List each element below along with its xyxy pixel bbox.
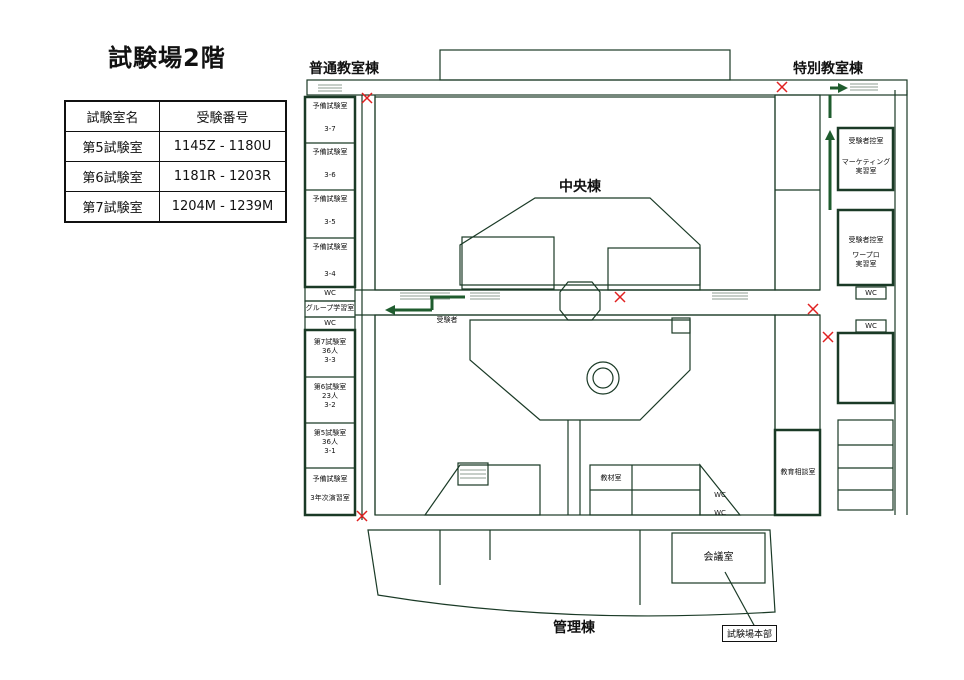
wc-center-1: WC (714, 491, 726, 499)
room-name: 受験者控室 (848, 137, 884, 145)
room-name: 予備試験室 (312, 102, 348, 110)
waiting-room-2 (836, 208, 895, 287)
room-number: 3-5 (324, 218, 336, 226)
room-name: 予備試験室 (312, 243, 348, 251)
exam-room-5: 第5試験室 36人 3-1 (306, 429, 354, 456)
closed-passage-marks (356, 81, 834, 522)
label-general-building: 普通教室棟 (309, 61, 379, 77)
central-lower-block (374, 314, 776, 516)
room-prep-5: 予備試験室 3年次演習室 (306, 475, 354, 503)
table-cell-range: 1204M - 1239M (159, 191, 287, 223)
label-admin-building: 管理棟 (553, 620, 595, 636)
table-cell-range: 1181R - 1203R (159, 161, 287, 192)
admin-building (367, 529, 776, 617)
room-capacity: 36人 (322, 438, 338, 446)
examinee-route-label: 受験者 (436, 316, 458, 324)
room-prep-2: 予備試験室 3-6 (306, 148, 354, 180)
meeting-room-label: 会議室 (703, 552, 734, 563)
room-prep-1: 予備試験室 3-7 (306, 102, 354, 134)
table-row: 第6試験室 1181R - 1203R (64, 161, 287, 192)
room-sub: マーケティング 実習室 (841, 158, 891, 175)
exam-hq-label: 試験場本部 (722, 625, 778, 642)
waiting-room-1-label: 受験者控室 マーケティング 実習室 (839, 137, 893, 176)
page-title: 試験場2階 (108, 44, 226, 72)
table-row: 第5試験室 1145Z - 1180U (64, 131, 287, 162)
group-study-room: グループ学習室 (305, 304, 355, 312)
route-arrows (385, 83, 848, 315)
wc-right-1: WC (865, 289, 877, 297)
room-capacity: 36人 (322, 347, 338, 355)
wc-right-2: WC (865, 322, 877, 330)
exam-room-7: 第7試験室 36人 3-3 (306, 338, 354, 365)
exam-room-6: 第6試験室 23人 3-2 (306, 383, 354, 410)
label-central-building: 中央棟 (559, 179, 601, 195)
room-number: 3-6 (324, 171, 336, 179)
wc-left-2: WC (324, 319, 336, 327)
exam-room-table: 試験室名 受験番号 第5試験室 1145Z - 1180U 第6試験室 1181… (64, 100, 287, 223)
room-name: 第7試験室 (313, 338, 347, 346)
room-name: 受験者控室 (848, 236, 884, 244)
north-corridor (306, 79, 908, 96)
room-name: 第5試験室 (313, 429, 347, 437)
room-capacity: 23人 (322, 392, 338, 400)
room-name: 第6試験室 (313, 383, 347, 391)
room-number: 3-7 (324, 125, 336, 133)
waiting-room-1 (836, 126, 895, 192)
wc-left-1: WC (324, 289, 336, 297)
materials-room-label: 教材室 (600, 474, 622, 482)
waiting-room-2-label: 受験者控室 ワープロ 実習室 (839, 236, 893, 269)
wc-center-2: WC (714, 509, 726, 517)
table-row: 第7試験室 1204M - 1239M (64, 191, 287, 223)
room-number: 3-3 (324, 356, 336, 364)
label-special-building: 特別教室棟 (793, 61, 863, 77)
room-number: 3-1 (324, 447, 336, 455)
room-name: 予備試験室 (312, 195, 348, 203)
room-number: 3-4 (324, 270, 336, 278)
room-prep-3: 予備試験室 3-5 (306, 195, 354, 227)
east-room (836, 331, 895, 405)
table-cell-room: 第5試験室 (64, 131, 160, 162)
guidance-room-label: 教育相談室 (780, 468, 816, 476)
room-sub: 3年次演習室 (310, 494, 350, 502)
room-number: 3-2 (324, 401, 336, 409)
room-sub: ワープロ 実習室 (852, 251, 880, 268)
room-prep-4: 予備試験室 3-4 (306, 243, 354, 279)
room-name: 予備試験室 (312, 475, 348, 483)
room-name: 予備試験室 (312, 148, 348, 156)
top-corridor (439, 49, 731, 81)
guidance-room (773, 428, 822, 517)
